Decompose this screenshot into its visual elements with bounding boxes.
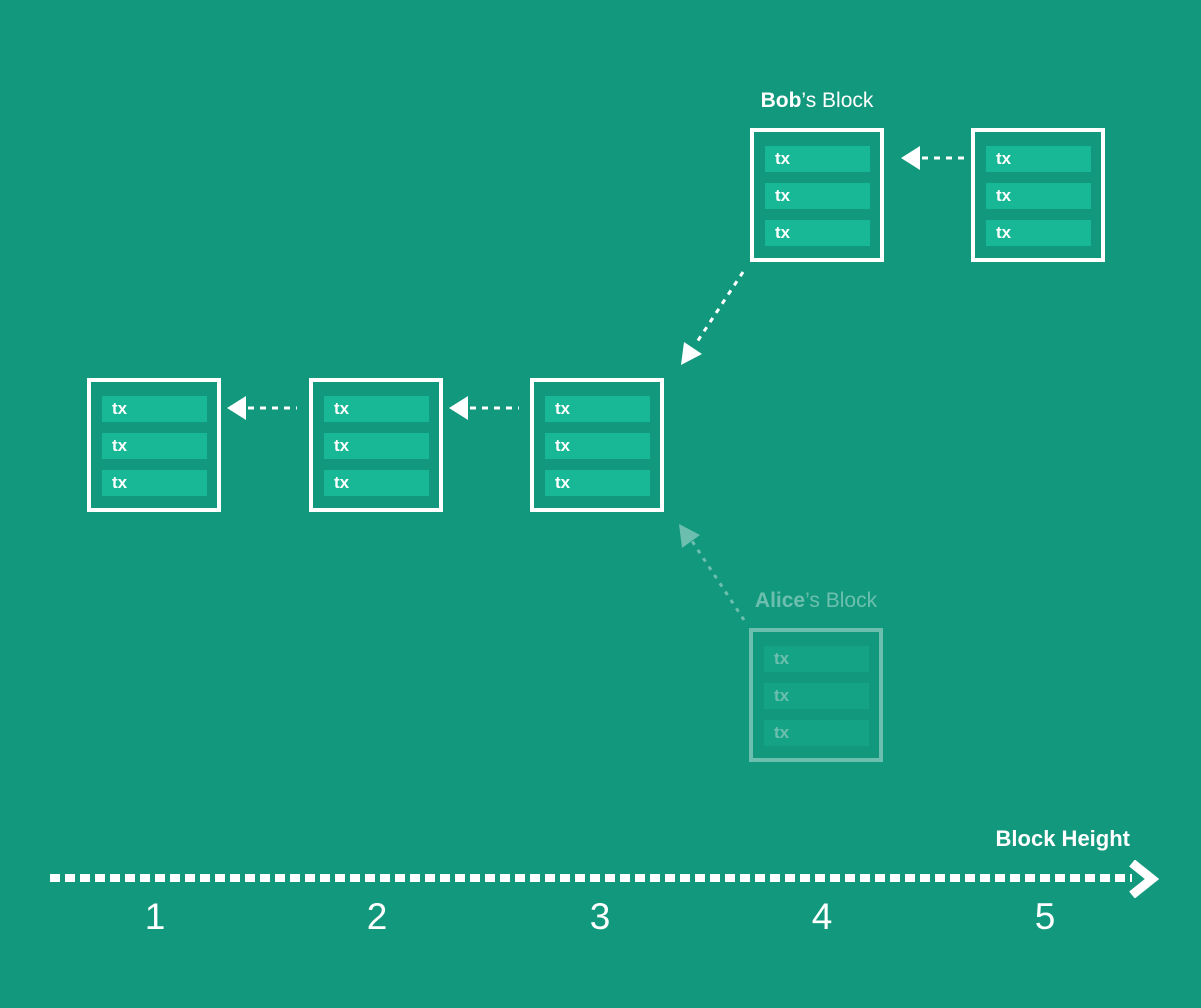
axis-tick-3: 3 [589,896,611,937]
axis-tick-4: 4 [811,896,833,937]
alice-block-label-name: Alice [754,589,806,612]
tx-bar: tx [102,433,207,459]
tx-bar: tx [986,146,1091,172]
bob-block-label-name: Bob [760,89,802,112]
axis-arrowhead-icon [1129,860,1160,898]
chain-block-3: tx tx tx [530,378,664,512]
height5-block: tx tx tx [971,128,1105,262]
tx-bar: tx [324,433,429,459]
arrow-from-height5-to-bob-block-icon [901,146,968,170]
tx-bar: tx [765,183,870,209]
tx-bar: tx [765,220,870,246]
bob-block-label-suffix: ’s Block [801,89,874,112]
axis-tick-2: 2 [366,896,388,937]
tx-bar: tx [545,396,650,422]
bob-block: tx tx tx [750,128,884,262]
tx-bar: tx [986,220,1091,246]
tx-bar: tx [986,183,1091,209]
tx-bar: tx [764,683,869,709]
arrow-from-block3-to-block2-icon [449,396,519,420]
tx-bar: tx [324,470,429,496]
arrow-from-alice-block-to-block3-icon [679,524,746,621]
tx-bar: tx [765,146,870,172]
alice-block: tx tx tx [749,628,883,762]
tx-bar: tx [764,646,869,672]
tx-bar: tx [102,396,207,422]
arrow-from-bob-block-to-block3-icon [681,271,745,365]
axis-label: Block Height [995,826,1130,851]
chain-block-2: tx tx tx [309,378,443,512]
tx-bar: tx [545,433,650,459]
block-height-axis [50,874,1132,882]
bob-block-label: Bob’s Block [750,89,884,113]
tx-bar: tx [102,470,207,496]
tx-bar: tx [764,720,869,746]
tx-bar: tx [545,470,650,496]
alice-block-label: Alice’s Block [749,589,883,613]
chain-block-1: tx tx tx [87,378,221,512]
axis-tick-5: 5 [1034,896,1056,937]
arrow-from-block2-to-block1-icon [227,396,297,420]
alice-block-label-suffix: ’s Block [805,589,878,612]
tx-bar: tx [324,396,429,422]
axis-tick-1: 1 [144,896,166,937]
